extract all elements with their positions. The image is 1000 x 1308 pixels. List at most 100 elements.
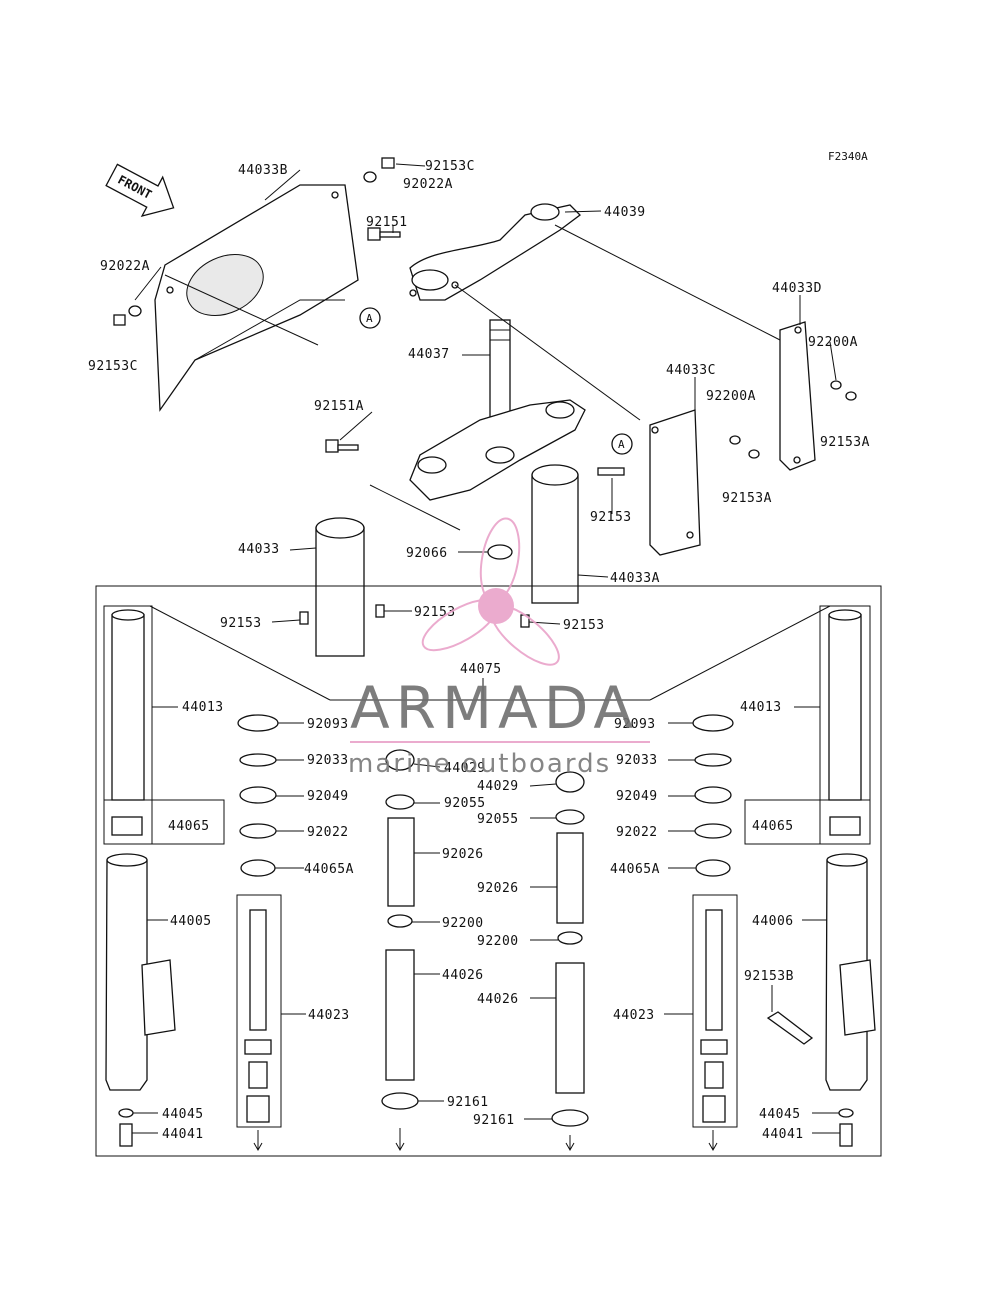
screw-92153-center bbox=[375, 604, 385, 618]
part-labels: 44033B 92153C 92022A 92151 44039 92022A … bbox=[88, 159, 869, 1142]
bolt-92153C-top bbox=[363, 157, 395, 183]
drain-bolt-44041-right bbox=[839, 1123, 853, 1147]
washer-92200-right bbox=[557, 931, 583, 945]
o-ring-92055-right bbox=[555, 809, 585, 825]
label-92093-left: 92093 bbox=[307, 717, 349, 732]
dust-seal-92093-right bbox=[692, 714, 734, 732]
washer-92200-left bbox=[387, 914, 413, 928]
cover-44033D bbox=[779, 321, 816, 471]
label-92153-left: 92153 bbox=[220, 616, 262, 631]
label-44065-right: 44065 bbox=[752, 819, 794, 834]
label-92026-left: 92026 bbox=[442, 847, 484, 862]
screw-92153-left bbox=[299, 611, 309, 625]
oil-seal-92049-right bbox=[694, 786, 732, 804]
upper-cover-44033B bbox=[154, 184, 359, 412]
diagram-ref-code: F2340A bbox=[828, 150, 868, 163]
label-92153B: 92153B bbox=[744, 969, 794, 984]
cap-44029-right bbox=[555, 771, 585, 793]
label-92200A-right: 92200A bbox=[808, 335, 858, 350]
label-92151A: 92151A bbox=[314, 399, 364, 414]
label-44065A-left: 44065A bbox=[304, 862, 354, 877]
label-44041-left: 44041 bbox=[162, 1127, 204, 1142]
cap-44029-left bbox=[385, 749, 415, 771]
label-44029-left: 44029 bbox=[444, 761, 486, 776]
label-92049-left: 92049 bbox=[307, 789, 349, 804]
label-92055-right: 92055 bbox=[477, 812, 519, 827]
label-44039: 44039 bbox=[604, 205, 646, 220]
spacer-92026-left bbox=[387, 817, 415, 907]
bushing-44065A-left bbox=[240, 859, 276, 877]
inner-tube-44013-left bbox=[111, 609, 145, 801]
bolt-92151 bbox=[367, 227, 401, 241]
label-92200-left: 92200 bbox=[442, 916, 484, 931]
dust-seal-92093-left bbox=[237, 714, 279, 732]
label-92022-right: 92022 bbox=[616, 825, 658, 840]
nut-92153A-mid bbox=[748, 449, 760, 459]
marker-a-mid: A bbox=[611, 433, 633, 455]
label-92026-right: 92026 bbox=[477, 881, 519, 896]
watermark-title: ARMADA bbox=[350, 674, 639, 742]
label-92153-right: 92153 bbox=[563, 618, 605, 633]
label-92153-mid: 92153 bbox=[590, 510, 632, 525]
seal-92161-left bbox=[381, 1092, 419, 1110]
bushing-44065-right bbox=[829, 816, 861, 836]
label-92153C-left: 92153C bbox=[88, 359, 138, 374]
circlip-92033-right bbox=[694, 753, 732, 767]
oil-seal-92066 bbox=[487, 544, 513, 560]
bushing-44065A-right bbox=[695, 859, 731, 877]
watermark: ARMADA marine outboards bbox=[348, 517, 650, 779]
label-92022A-left: 92022A bbox=[100, 259, 150, 274]
label-92022A-top: 92022A bbox=[403, 177, 453, 192]
washer-44045-left bbox=[118, 1108, 134, 1118]
label-92153A-mid: 92153A bbox=[722, 491, 772, 506]
spring-44026-left bbox=[385, 949, 415, 1081]
outer-tube-44006 bbox=[825, 853, 876, 1091]
label-92022-left: 92022 bbox=[307, 825, 349, 840]
label-92066: 92066 bbox=[406, 546, 448, 561]
label-92161-left: 92161 bbox=[447, 1095, 489, 1110]
label-44041-right: 44041 bbox=[762, 1127, 804, 1142]
fork-assembly-frame bbox=[95, 585, 882, 1157]
label-92200-right: 92200 bbox=[477, 934, 519, 949]
o-ring-92055-left bbox=[385, 794, 415, 810]
cover-44033 bbox=[315, 517, 365, 657]
cover-44033A bbox=[531, 464, 579, 604]
label-92093-right: 92093 bbox=[614, 717, 656, 732]
label-92055-left: 92055 bbox=[444, 796, 486, 811]
label-44029-right: 44029 bbox=[477, 779, 519, 794]
label-44033B: 44033B bbox=[238, 163, 288, 178]
bushing-44065-left bbox=[111, 816, 143, 836]
label-44005: 44005 bbox=[170, 914, 212, 929]
label-44045-right: 44045 bbox=[759, 1107, 801, 1122]
front-arrow-icon: FRONT bbox=[105, 163, 175, 217]
label-92033-right: 92033 bbox=[616, 753, 658, 768]
label-44033C: 44033C bbox=[666, 363, 716, 378]
damper-rod-44023-right bbox=[700, 909, 728, 1123]
drain-bolt-44041-left bbox=[119, 1123, 133, 1147]
label-44033A: 44033A bbox=[610, 571, 660, 586]
spacer-92026-right bbox=[556, 832, 584, 924]
label-44065A-right: 44065A bbox=[610, 862, 660, 877]
marker-a-top: A bbox=[359, 307, 381, 329]
label-92049-right: 92049 bbox=[616, 789, 658, 804]
label-92161-right: 92161 bbox=[473, 1113, 515, 1128]
oil-seal-92049-left bbox=[239, 786, 277, 804]
washer-92200A-mid bbox=[729, 435, 741, 445]
label-44037: 44037 bbox=[408, 347, 450, 362]
label-44033D: 44033D bbox=[772, 281, 822, 296]
label-44045-left: 44045 bbox=[162, 1107, 204, 1122]
label-44023-right: 44023 bbox=[613, 1008, 655, 1023]
leader-lines bbox=[132, 163, 840, 1134]
marker-a-mid-label: A bbox=[618, 438, 625, 451]
damper-rod-44023-left bbox=[244, 909, 272, 1123]
bolt-92153-mid bbox=[597, 467, 625, 476]
label-44065-left: 44065 bbox=[168, 819, 210, 834]
propeller-logo-icon bbox=[421, 517, 560, 666]
nut-92153A-right bbox=[845, 391, 857, 401]
circlip-92033-left bbox=[239, 753, 277, 767]
label-44033: 44033 bbox=[238, 542, 280, 557]
label-44013-right: 44013 bbox=[740, 700, 782, 715]
outer-tube-44005 bbox=[105, 853, 176, 1091]
washer-44045-right bbox=[838, 1108, 854, 1118]
